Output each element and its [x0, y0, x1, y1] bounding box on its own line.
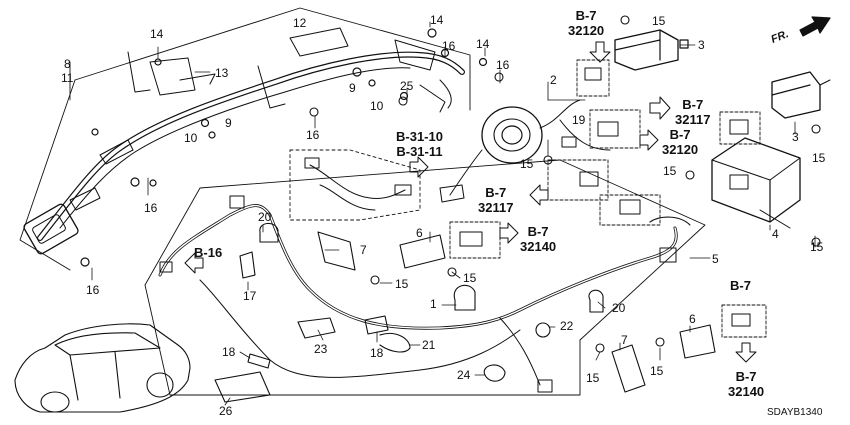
leader-lines [69, 21, 816, 406]
vehicle-silhouette [14, 323, 191, 413]
callout-7-upper: 7 [360, 243, 367, 257]
srs-unit [711, 137, 801, 229]
reference-b16: B-16 [194, 245, 223, 260]
connector-inset-boxes [449, 59, 767, 338]
callout-23: 23 [314, 342, 328, 356]
floor-harness-outline [144, 159, 706, 396]
callout-15-h: 15 [586, 371, 600, 385]
callout-4: 4 [772, 227, 779, 241]
callout-9-b: 9 [225, 116, 232, 130]
callout-20-left: 20 [258, 210, 272, 224]
callout-17: 17 [243, 289, 257, 303]
callout-16-e: 16 [86, 283, 100, 297]
curtain-airbag-group-outline [19, 7, 471, 271]
callout-11: 11 [61, 71, 74, 85]
callout-10-b: 10 [184, 131, 198, 145]
callout-15-f: 15 [463, 271, 477, 285]
cable-reel [439, 99, 611, 203]
callout-3-right: 3 [792, 130, 799, 144]
side-impact-sensor-right [771, 71, 831, 119]
callout-2: 2 [550, 73, 557, 87]
callout-15-e: 15 [810, 240, 824, 254]
callout-15-d: 15 [812, 151, 826, 165]
callout-6-upper: 6 [416, 226, 423, 240]
reference-b7-lower-right: B-7 [730, 278, 751, 293]
callout-14-mid: 14 [430, 13, 444, 27]
callout-12: 12 [293, 16, 307, 30]
small-parts [214, 15, 821, 403]
callout-21: 21 [422, 338, 436, 352]
callout-15-c: 15 [663, 164, 677, 178]
callout-15-i: 15 [650, 364, 664, 378]
side-impact-sensor-upper [614, 29, 689, 71]
callout-25: 25 [400, 79, 414, 93]
callout-16-b: 16 [496, 58, 510, 72]
callout-20-right: 20 [612, 301, 626, 315]
callout-7-lower: 7 [621, 333, 628, 347]
callout-26: 26 [219, 404, 233, 418]
callout-19: 19 [572, 113, 586, 127]
callout-1: 1 [430, 297, 437, 311]
callout-18-left: 18 [222, 345, 236, 359]
sub-harness-inset [289, 149, 421, 221]
floor-harness [158, 195, 678, 393]
diagram-code: SDAYB1340 [767, 407, 823, 418]
callout-13: 13 [215, 66, 229, 80]
callout-6-lower: 6 [689, 312, 696, 326]
callout-22: 22 [560, 319, 574, 333]
callout-15-a: 15 [652, 14, 666, 28]
connector-plugs [459, 67, 751, 327]
callout-16-d: 16 [144, 201, 158, 215]
callout-15-b: 15 [520, 157, 534, 171]
callout-3-upper: 3 [698, 38, 705, 52]
callout-16-a: 16 [442, 39, 456, 53]
front-direction-arrow [799, 16, 831, 37]
callout-14-right: 14 [476, 37, 490, 51]
reference-arrows [184, 41, 757, 363]
curtain-airbag [23, 27, 488, 267]
callout-24: 24 [457, 368, 471, 382]
callout-14-left: 14 [150, 27, 164, 41]
callout-15-g: 15 [395, 277, 409, 291]
callout-5: 5 [712, 252, 719, 266]
callout-9-a: 9 [349, 81, 356, 95]
callout-18-right: 18 [370, 346, 384, 360]
callout-10-a: 10 [370, 99, 384, 113]
callout-16-c: 16 [306, 128, 320, 142]
callout-8: 8 [64, 57, 71, 71]
